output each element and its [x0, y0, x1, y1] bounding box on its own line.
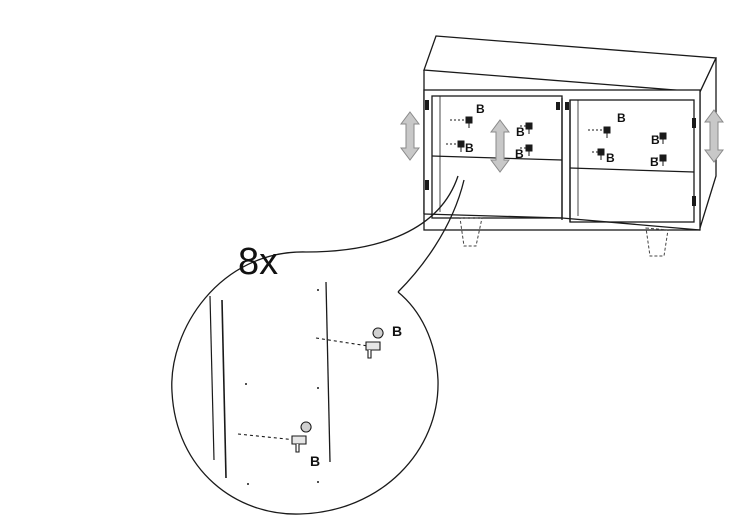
pin-label: B: [650, 155, 659, 169]
pin-label: B: [310, 453, 320, 469]
cabinet: [423, 35, 717, 231]
up-down-arrow-icon: [704, 109, 724, 163]
pin-label: B: [516, 125, 525, 139]
magnified-holes: [245, 289, 319, 485]
pin-label: B: [465, 141, 474, 155]
quantity-label: 8x: [238, 241, 278, 283]
adjust-arrows: [400, 109, 724, 173]
hinge-marks: [425, 100, 696, 206]
cabinet-top: [423, 35, 717, 93]
pin-label: B: [606, 151, 615, 165]
magnified-pins: [237, 327, 384, 453]
up-down-arrow-icon: [400, 111, 420, 161]
cabinet-legs: [459, 217, 669, 257]
pin-label: B: [515, 147, 524, 161]
shelf-support-pin-icon: [365, 327, 384, 359]
leg-right: [645, 227, 669, 257]
shelf-right: [569, 167, 695, 173]
magnified-panel: [209, 281, 331, 479]
up-down-arrow-icon: [490, 119, 510, 173]
magnifier-callout: [171, 175, 465, 515]
pin-label: B: [617, 111, 626, 125]
pin-label: B: [392, 323, 402, 339]
leg-left: [459, 217, 483, 247]
cabinet-pin-labels: B B B B B B B B: [465, 102, 660, 169]
shelf-support-pin-icon: [291, 421, 312, 453]
pin-label: B: [651, 133, 660, 147]
cabinet-pins: [446, 116, 668, 166]
pin-label: B: [476, 102, 485, 116]
